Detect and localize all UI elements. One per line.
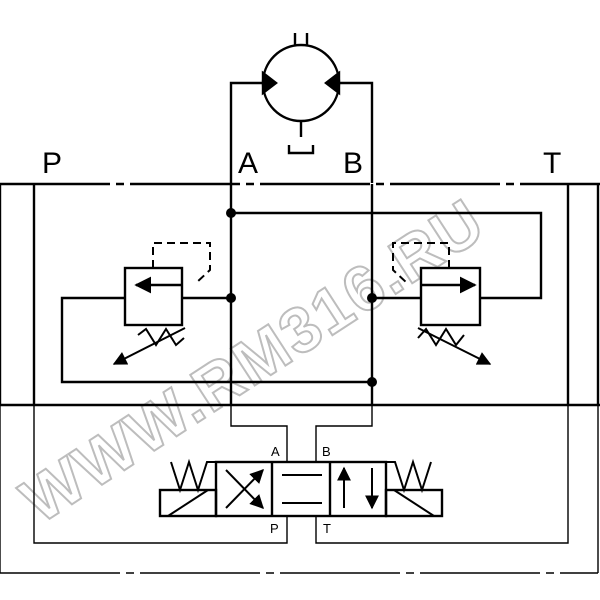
motor-arrow-right-icon	[324, 70, 341, 96]
spring-icon	[386, 458, 432, 494]
label-valve-a: A	[271, 444, 280, 459]
valve-lines	[33, 405, 569, 544]
spring-icon	[170, 458, 216, 494]
label-valve-t: T	[323, 521, 331, 536]
hydraulic-motor	[261, 33, 341, 155]
junction-dots	[226, 208, 377, 387]
label-port-p: P	[42, 147, 62, 180]
relief-valve-right	[372, 242, 492, 365]
solenoid-right	[384, 488, 444, 518]
label-port-a: A	[238, 147, 258, 180]
solenoid-left	[158, 488, 218, 518]
motor-arrow-left-icon	[261, 70, 278, 96]
crossover-top	[231, 211, 543, 300]
outer-frame	[0, 405, 599, 574]
label-port-b: B	[343, 147, 363, 180]
label-valve-b: B	[322, 444, 331, 459]
label-valve-p: P	[270, 521, 279, 536]
crossover-bottom	[60, 296, 372, 384]
label-port-t: T	[543, 147, 561, 180]
line-motor-a	[229, 81, 263, 183]
relief-valve-left	[112, 242, 231, 365]
directional-valve	[158, 458, 444, 518]
line-motor-b	[339, 81, 374, 183]
spring-icon	[137, 327, 185, 347]
manifold-block	[0, 182, 600, 407]
